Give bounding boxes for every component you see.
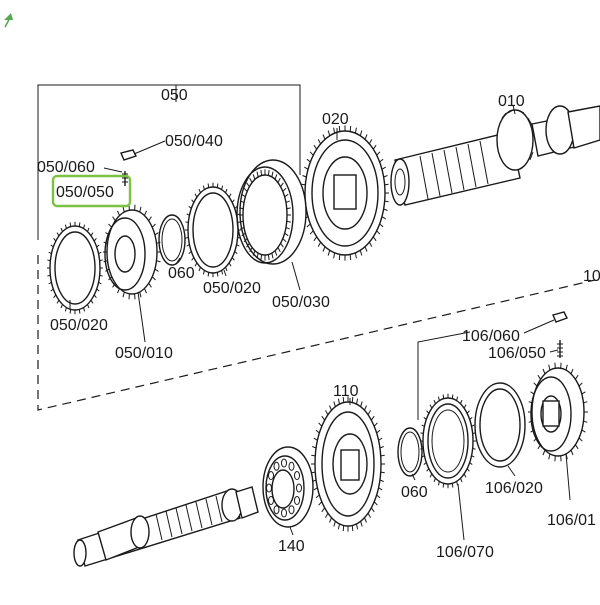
label-010[interactable]: 010 bbox=[498, 93, 525, 110]
label-106-060[interactable]: 106/060 bbox=[462, 328, 520, 345]
part-050-030-sleeve[interactable] bbox=[237, 160, 306, 264]
part-050-050-spring[interactable] bbox=[122, 171, 128, 186]
label-050-060[interactable]: 050/060 bbox=[37, 159, 95, 176]
label-050[interactable]: 050 bbox=[161, 87, 188, 104]
label-060-upper[interactable]: 060 bbox=[168, 265, 195, 282]
label-110[interactable]: 110 bbox=[333, 383, 359, 400]
part-106-020-ring[interactable] bbox=[475, 383, 525, 467]
part-106-050-spring[interactable] bbox=[557, 340, 563, 358]
part-060-snap-ring-lower[interactable] bbox=[398, 428, 422, 476]
label-140[interactable]: 140 bbox=[278, 538, 305, 555]
label-10-cut[interactable]: 10 bbox=[583, 268, 600, 285]
label-050-050[interactable]: 050/050 bbox=[56, 184, 114, 201]
part-106-010-hub[interactable] bbox=[528, 363, 588, 462]
label-106-020[interactable]: 106/020 bbox=[485, 480, 543, 497]
part-140-bearing[interactable] bbox=[263, 447, 313, 527]
expand-arrow-icon[interactable] bbox=[4, 13, 13, 27]
part-050-020-ring-lower[interactable] bbox=[47, 222, 103, 314]
part-050-040-key[interactable] bbox=[121, 150, 136, 160]
label-050-040[interactable]: 050/040 bbox=[165, 133, 223, 150]
part-110-gear[interactable] bbox=[311, 396, 385, 531]
group-106-bracket bbox=[418, 332, 470, 420]
part-020-gear[interactable] bbox=[301, 125, 389, 260]
label-050-020-upper[interactable]: 050/020 bbox=[203, 280, 261, 297]
label-106-070[interactable]: 106/070 bbox=[436, 544, 494, 561]
lower-shaft[interactable] bbox=[74, 487, 258, 566]
label-050-030[interactable]: 050/030 bbox=[272, 294, 330, 311]
part-106-060-key[interactable] bbox=[553, 312, 567, 322]
label-050-020-lower[interactable]: 050/020 bbox=[50, 317, 108, 334]
label-060-lower[interactable]: 060 bbox=[401, 484, 428, 501]
part-010-shaft[interactable] bbox=[391, 106, 600, 205]
part-106-070-ring[interactable] bbox=[420, 394, 476, 488]
label-106-050[interactable]: 106/050 bbox=[488, 345, 546, 362]
label-020[interactable]: 020 bbox=[322, 111, 349, 128]
part-050-010-hub[interactable] bbox=[103, 205, 161, 300]
part-050-020-ring-upper[interactable] bbox=[185, 183, 241, 277]
label-050-010[interactable]: 050/010 bbox=[115, 345, 173, 362]
label-106-01-cut[interactable]: 106/01 bbox=[547, 512, 596, 529]
part-060-snap-ring-upper[interactable] bbox=[159, 215, 185, 265]
